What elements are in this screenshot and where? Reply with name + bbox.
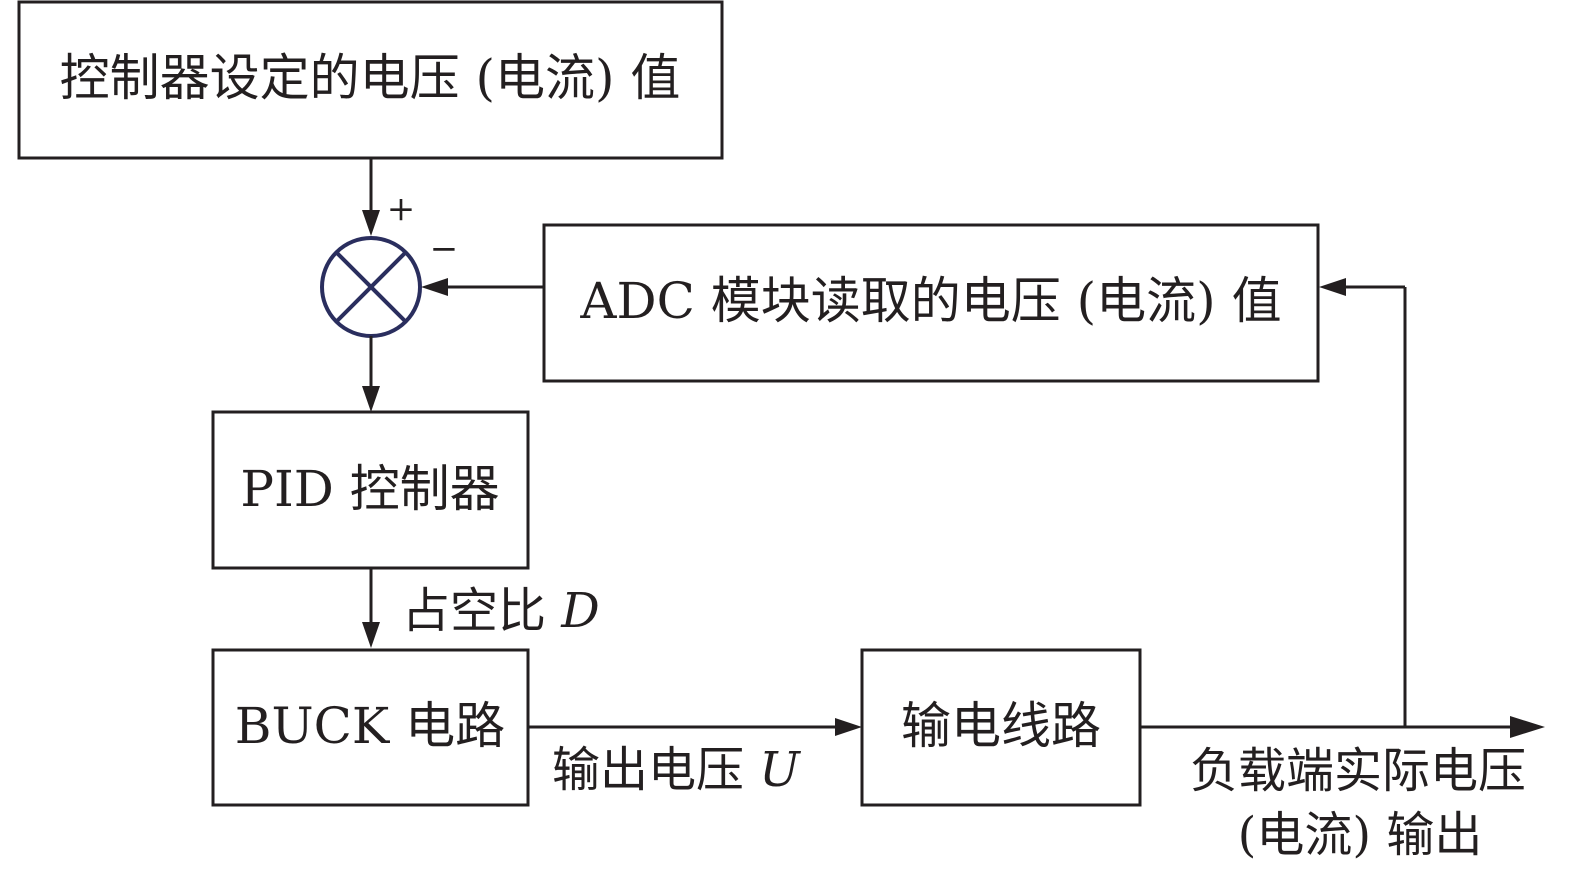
output-voltage-text: 输出电压 xyxy=(552,742,759,798)
arrow-output xyxy=(1140,716,1545,738)
transmission-line-block: 输电线路 xyxy=(860,648,1142,807)
feedback-path xyxy=(1319,278,1407,727)
pid-block: PID 控制器 xyxy=(211,410,530,570)
duty-cycle-text: 占空比 xyxy=(402,583,561,639)
output-voltage-label: 输出电压 U xyxy=(552,742,801,798)
transmission-line-label: 输电线路 xyxy=(901,697,1101,755)
adc-block: ADC 模块读取的电压 (电流) 值 xyxy=(542,223,1320,383)
arrow-pid-to-buck xyxy=(362,568,380,648)
adc-label: ADC 模块读取的电压 (电流) 值 xyxy=(579,272,1281,330)
plus-sign: + xyxy=(387,189,416,229)
buck-label: BUCK 电路 xyxy=(235,697,505,755)
pid-label: PID 控制器 xyxy=(240,460,499,518)
arrow-summer-to-pid xyxy=(362,336,380,412)
duty-cycle-label: 占空比 D xyxy=(402,583,600,639)
output-label-line1: 负载端实际电压 xyxy=(1190,743,1526,799)
buck-block: BUCK 电路 xyxy=(211,648,530,807)
summing-junction xyxy=(320,236,422,338)
arrow-buck-to-line xyxy=(528,718,862,736)
arrow-setpoint-to-summer xyxy=(362,158,380,236)
duty-cycle-symbol: D xyxy=(560,583,599,639)
output-voltage-symbol: U xyxy=(759,742,801,798)
setpoint-label: 控制器设定的电压 (电流) 值 xyxy=(60,49,681,107)
arrow-adc-to-summer xyxy=(421,278,544,296)
output-label-line2: (电流) 输出 xyxy=(1238,807,1483,863)
minus-sign: − xyxy=(430,229,459,269)
setpoint-block: 控制器设定的电压 (电流) 值 xyxy=(17,0,724,160)
